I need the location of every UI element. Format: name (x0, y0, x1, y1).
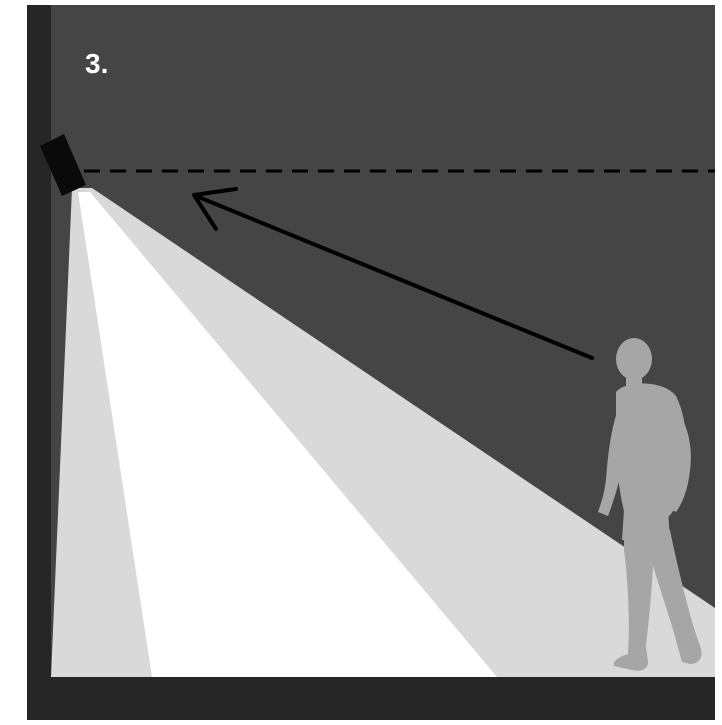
floor (27, 677, 715, 720)
left-wall (27, 5, 51, 720)
step-number-label: 3. (85, 50, 108, 78)
